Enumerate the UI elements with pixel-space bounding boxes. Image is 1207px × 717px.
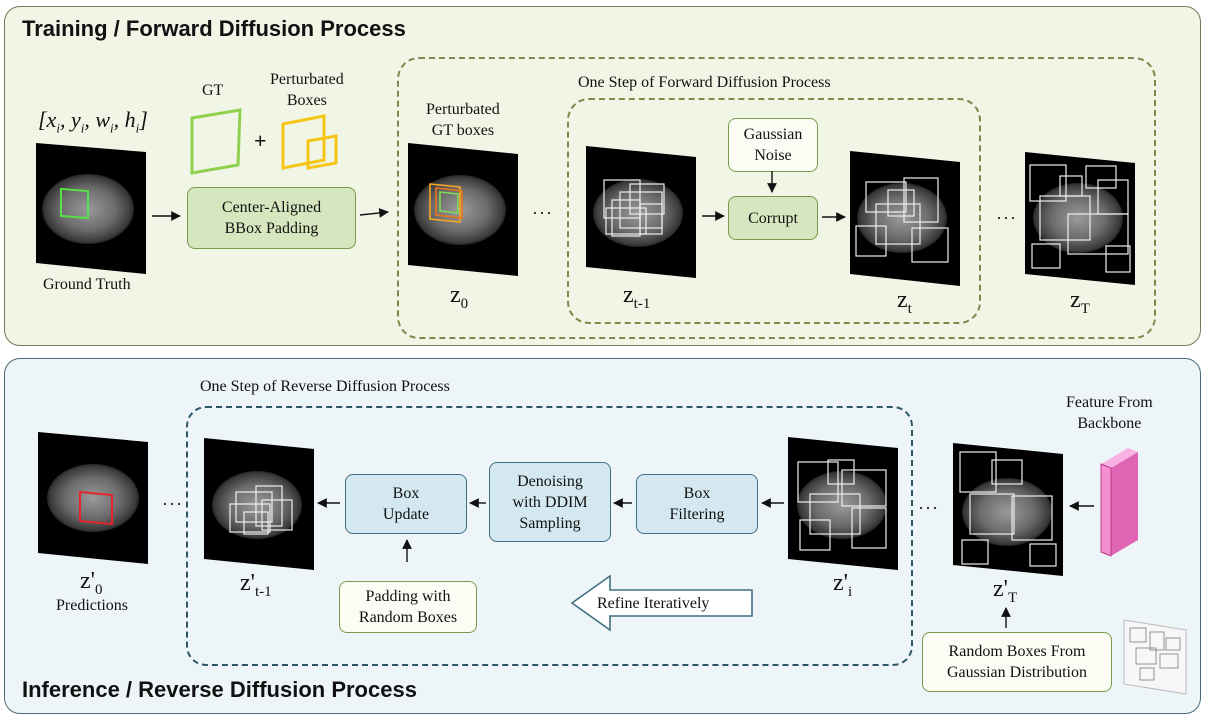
prediction-ct-image	[38, 432, 148, 564]
gaussian-noise-box: Gaussian Noise	[728, 118, 818, 172]
refine-iteratively-arrow	[570, 574, 753, 632]
box-filtering-box: Box Filtering	[636, 474, 758, 534]
zi-prime-label: z'i	[833, 570, 853, 600]
perturbated-gt-ct-image	[408, 143, 518, 276]
perturbated-boxes-label: Perturbated Boxes	[270, 71, 344, 109]
reverse-step-region	[186, 406, 913, 666]
zt-label: zt	[897, 287, 912, 317]
box-update-box: Box Update	[345, 474, 467, 534]
refine-iteratively-label: Refine Iteratively	[597, 595, 710, 612]
gt-label: GT	[202, 82, 224, 99]
forward-region	[397, 57, 1156, 339]
ellipsis-top-1: ···	[532, 203, 553, 223]
zT-prime-ct-image	[953, 443, 1063, 576]
random-boxes-gaussian-box: Random Boxes From Gaussian Distribution	[922, 632, 1112, 692]
ddim-denoising-box: Denoising with DDIM Sampling	[489, 462, 611, 542]
bbox-formula-start: [x	[38, 107, 57, 132]
corrupt-box: Corrupt	[728, 196, 818, 240]
arrow-padding-to-z0	[359, 208, 389, 218]
ellipsis-bottom-1: ···	[162, 494, 183, 514]
gt-box-icon	[190, 108, 242, 175]
training-title: Training / Forward Diffusion Process	[22, 16, 406, 41]
feature-from-backbone-label: Feature From Backbone	[1066, 394, 1153, 432]
zt-minus-1-label: zt-1	[623, 282, 651, 312]
ellipsis-top-2: ···	[996, 208, 1017, 228]
perturbated-boxes-icon	[281, 114, 338, 170]
center-aligned-padding-box: Center-Aligned BBox Padding	[187, 187, 356, 249]
reverse-step-title: One Step of Reverse Diffusion Process	[200, 378, 450, 395]
bbox-formula: [xi, yi, wi, hi]	[38, 107, 148, 136]
ellipsis-bottom-2: ···	[918, 498, 939, 518]
feature-map-icon	[1100, 448, 1138, 557]
predictions-label: Predictions	[56, 597, 128, 614]
zt-ct-image	[850, 151, 960, 286]
zT-ct-image	[1025, 152, 1135, 285]
ground-truth-ct-image	[36, 143, 146, 274]
inference-title: Inference / Reverse Diffusion Process	[22, 677, 417, 702]
ground-truth-label: Ground Truth	[43, 276, 131, 293]
padding-random-boxes-box: Padding with Random Boxes	[339, 581, 477, 633]
perturbated-gt-label: Perturbated GT boxes	[426, 101, 500, 139]
plus-sign: +	[254, 128, 267, 153]
z0-prime-label: z'0	[80, 568, 103, 598]
random-boxes-thumbnail	[1123, 619, 1187, 695]
zt-minus-1-prime-label: z't-1	[240, 570, 272, 600]
z0-label: z0	[450, 282, 469, 312]
zT-prime-label: z'T	[993, 576, 1018, 606]
zT-label: zT	[1070, 287, 1090, 317]
zt-minus-1-prime-ct-image	[204, 438, 314, 570]
zi-prime-ct-image	[788, 437, 898, 570]
forward-step-title: One Step of Forward Diffusion Process	[578, 74, 831, 91]
zt-minus-1-ct-image	[586, 146, 696, 278]
forward-step-region	[567, 98, 981, 324]
